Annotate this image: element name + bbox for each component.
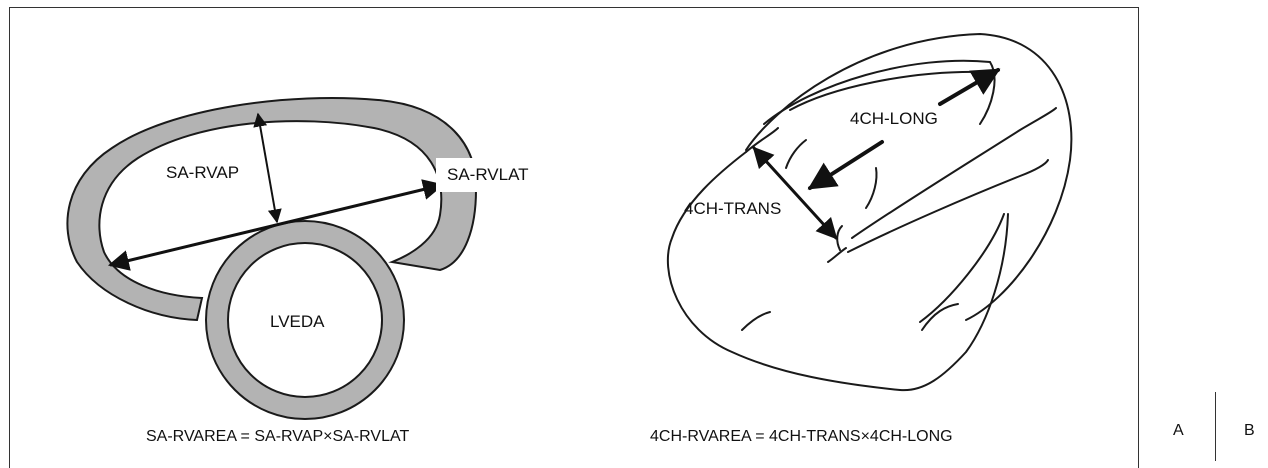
label-4ch-trans: 4CH-TRANS xyxy=(684,199,781,218)
sa-rvap-arrow xyxy=(258,114,277,222)
panel-divider xyxy=(1215,392,1216,461)
label-4ch-long: 4CH-LONG xyxy=(850,109,938,128)
panel-b-labels: 4CH-LONG 4CH-TRANS xyxy=(684,109,938,218)
caption-sa-rvarea: SA-RVAREA = SA-RVAP×SA-RVLAT xyxy=(146,428,409,446)
caption-4ch-rvarea: 4CH-RVAREA = 4CH-TRANS×4CH-LONG xyxy=(650,428,953,446)
label-sa-rvap: SA-RVAP xyxy=(166,163,239,182)
apex-mark xyxy=(828,248,846,262)
panel-letter-b: B xyxy=(1244,422,1255,440)
label-lveda: LVEDA xyxy=(270,312,325,331)
panel-a-diagram: SA-RVAP SA-RVLAT LVEDA xyxy=(67,98,546,419)
lower-mark-1 xyxy=(742,312,770,330)
septum-lower xyxy=(848,160,1048,252)
ch-long-arrow-lower xyxy=(810,142,882,188)
lv-wall-b xyxy=(920,214,1004,322)
trabeculation-2 xyxy=(786,140,806,168)
ch-trans-arrow xyxy=(754,148,836,238)
label-sa-rvlat: SA-RVLAT xyxy=(447,165,529,184)
trabeculation-4 xyxy=(837,226,842,250)
heart-outline xyxy=(668,152,1008,390)
trabeculation-1 xyxy=(746,128,778,152)
panel-letter-a: A xyxy=(1173,422,1184,440)
trabeculation-3 xyxy=(866,168,877,208)
ch-long-arrow-upper xyxy=(940,70,998,104)
